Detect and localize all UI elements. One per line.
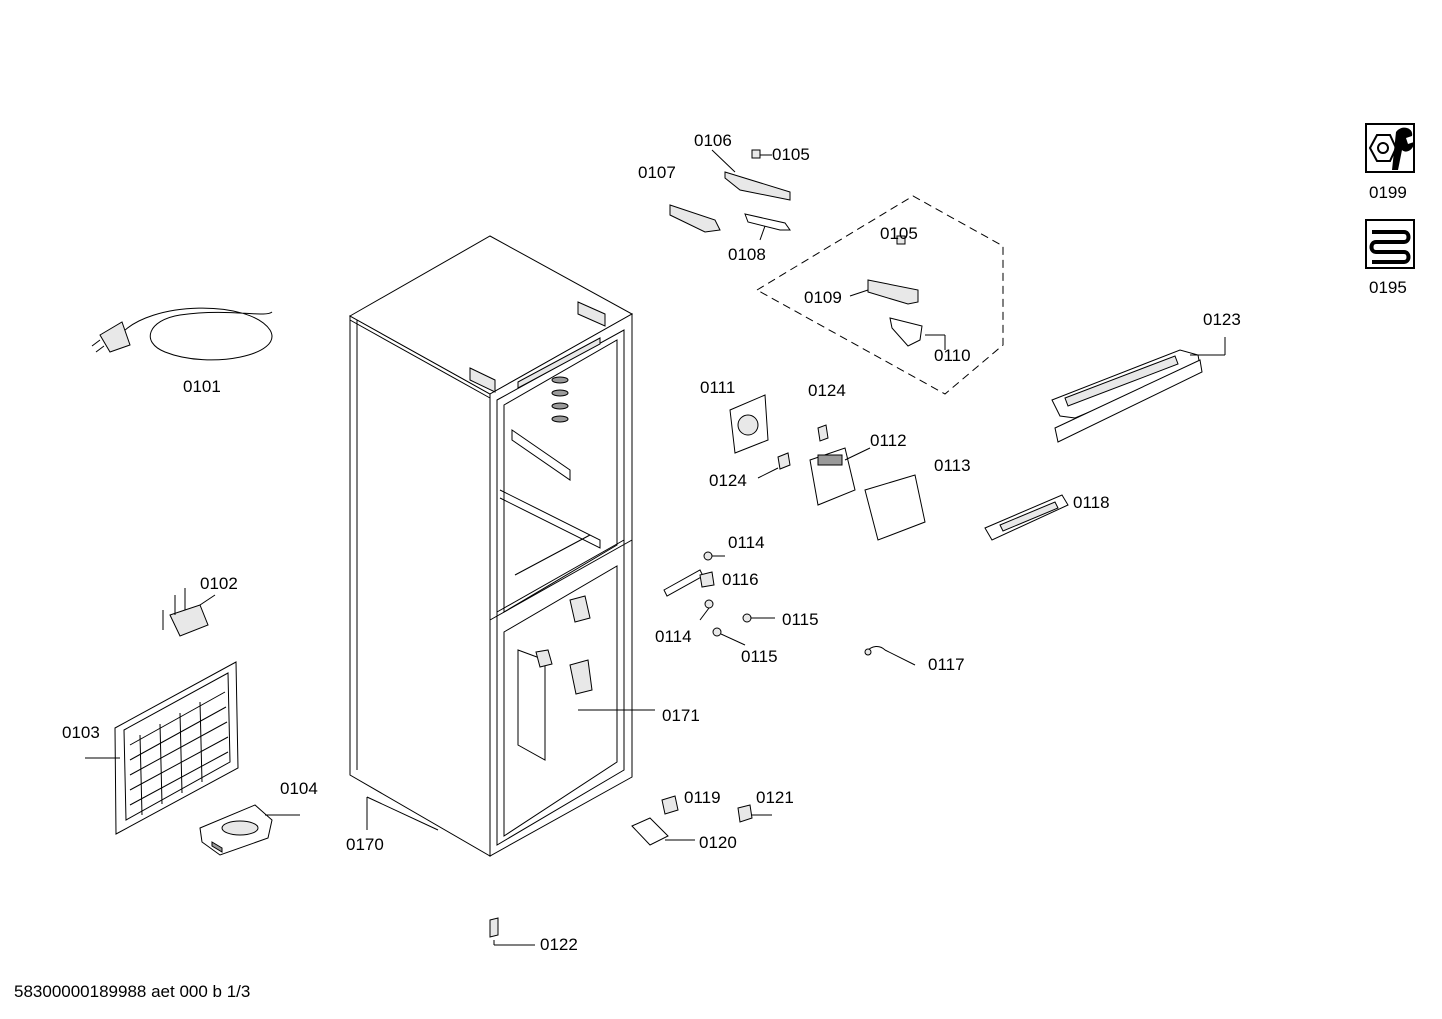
label-0121: 0121 (756, 788, 794, 807)
label-0118: 0118 (1073, 493, 1110, 512)
label-0171: 0171 (662, 706, 700, 725)
part-labels: 0101 0102 0103 0104 0105 0106 0107 0108 … (62, 131, 1241, 954)
legend-item-0199: 0199 (1365, 123, 1415, 202)
lower-fittings (489, 795, 772, 946)
evaporator-coil-icon (1365, 219, 1415, 269)
cabinet-body (348, 235, 655, 857)
power-cord (91, 307, 273, 361)
label-0111: 0111 (700, 378, 735, 397)
label-0123: 0123 (1203, 310, 1241, 329)
document-code: 58300000189988 aet 000 b 1/3 (14, 982, 251, 1001)
label-0102: 0102 (200, 574, 238, 593)
legend-label-0195: 0195 (1369, 278, 1407, 297)
fan-assembly (729, 394, 926, 541)
label-0114b: 0114 (655, 627, 692, 646)
label-0108: 0108 (728, 245, 766, 264)
label-0115a: 0115 (782, 610, 819, 629)
label-0120: 0120 (699, 833, 737, 852)
label-0170: 0170 (346, 835, 384, 854)
label-0104: 0104 (280, 779, 318, 798)
label-0106: 0106 (694, 131, 732, 150)
legend-item-0195: 0195 (1365, 219, 1415, 297)
condenser-grid (85, 661, 239, 835)
label-0119: 0119 (684, 788, 721, 807)
label-0113: 0113 (934, 456, 971, 475)
label-0109: 0109 (804, 288, 842, 307)
label-0101: 0101 (183, 377, 221, 396)
drip-tray (199, 804, 300, 856)
label-0105b: 0105 (880, 224, 918, 243)
optional-hinge-group (756, 195, 1004, 395)
control-module (984, 337, 1226, 541)
label-0124b: 0124 (709, 471, 747, 490)
label-0110: 0110 (934, 346, 971, 365)
thermostat (162, 588, 216, 637)
label-0122: 0122 (540, 935, 578, 954)
label-0107: 0107 (638, 163, 676, 182)
label-0117: 0117 (928, 655, 965, 674)
label-0115b: 0115 (741, 647, 778, 666)
top-hinge-parts (669, 149, 791, 241)
label-0124a: 0124 (808, 381, 846, 400)
label-0116: 0116 (722, 570, 759, 589)
small-fittings (663, 551, 916, 666)
label-0114a: 0114 (728, 533, 765, 552)
label-0112: 0112 (870, 431, 907, 450)
legend-label-0199: 0199 (1369, 183, 1407, 202)
label-0103: 0103 (62, 723, 100, 742)
wrench-nut-icon (1365, 123, 1415, 173)
label-0105a: 0105 (772, 145, 810, 164)
